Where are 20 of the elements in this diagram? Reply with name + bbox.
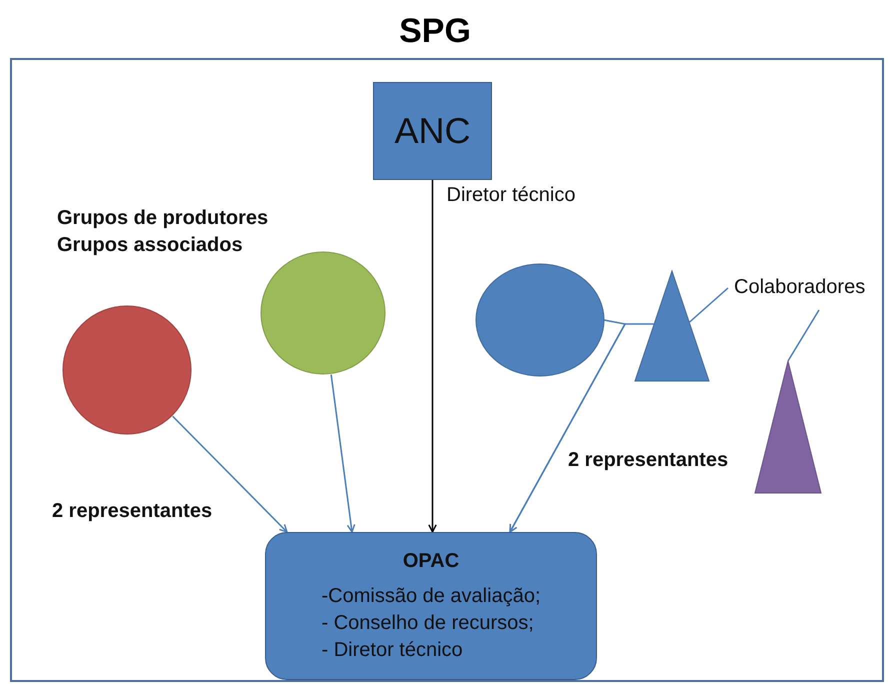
text-label: 2 representantes [52, 500, 212, 523]
edge-label: Diretor técnico [446, 184, 576, 207]
circle-shape [62, 305, 192, 435]
rounded-box [265, 532, 597, 680]
text-label: Grupos associados [57, 234, 243, 257]
text-label: Grupos de produtores [57, 207, 268, 230]
frame-box [10, 58, 884, 682]
triangle-shape [754, 360, 822, 494]
box-label: ANC [394, 110, 470, 152]
circle-shape [260, 251, 386, 375]
list-item: - Diretor técnico [322, 638, 464, 663]
circle-shape [475, 263, 605, 377]
box-heading: OPAC [402, 549, 460, 574]
text-label: 2 representantes [568, 449, 728, 472]
list-item: - Conselho de recursos; [322, 611, 535, 636]
triangle-shape [634, 270, 710, 382]
text-label: Colaboradores [734, 276, 874, 302]
list-item: -Comissão de avaliação; [322, 584, 540, 609]
diagram-title: SPG [398, 12, 472, 51]
square-box [373, 82, 492, 180]
